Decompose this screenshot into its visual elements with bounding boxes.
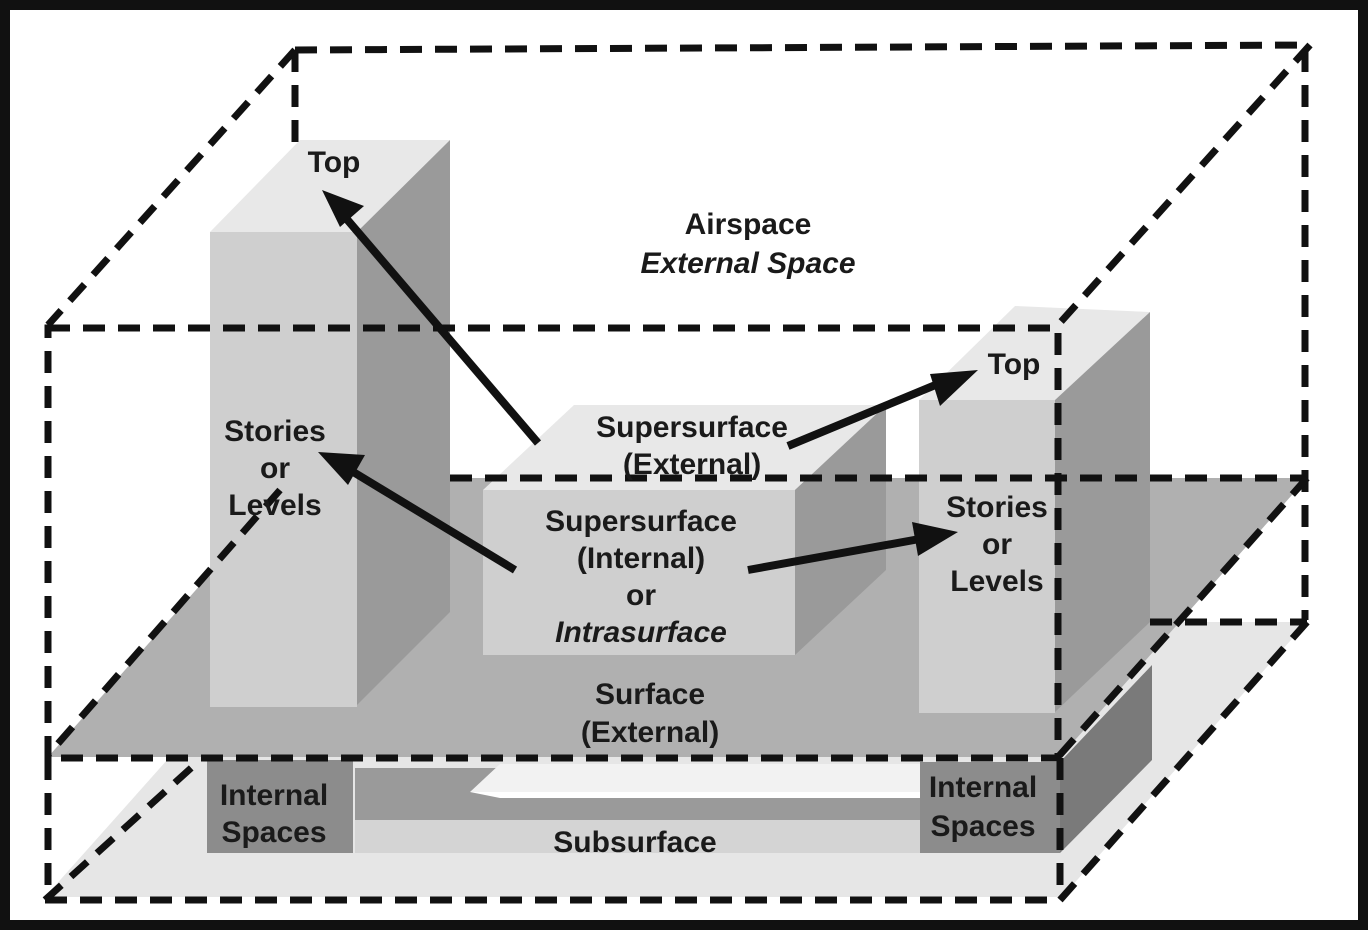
internal-spaces-left-block xyxy=(207,760,353,853)
arrow-to-stories-left xyxy=(318,452,518,574)
subsurface-slab-front xyxy=(355,820,920,853)
intrasurface-label: Intrasurface xyxy=(555,616,727,649)
stories-right-line3: Levels xyxy=(950,565,1043,598)
airspace-label: Airspace xyxy=(685,208,812,241)
supersurface-internal-line1: Supersurface xyxy=(545,505,737,538)
stories-left-line2: or xyxy=(260,452,290,485)
subsurface-label: Subsurface xyxy=(553,826,716,859)
arrow-to-top-right xyxy=(786,370,978,450)
left-building-front xyxy=(210,232,357,707)
surface-external-line1: Surface xyxy=(595,678,705,711)
internal-spaces-right-line2: Spaces xyxy=(930,810,1035,843)
supersurface-internal-line2: (Internal) xyxy=(577,542,705,575)
center-building-front xyxy=(483,490,795,655)
center-building-top xyxy=(483,405,886,490)
left-building-top xyxy=(210,140,450,232)
internal-spaces-right-side xyxy=(1060,665,1152,853)
stories-right-line1: Stories xyxy=(946,491,1048,524)
right-building-side xyxy=(1055,312,1150,712)
supersurface-external-line2: (External) xyxy=(623,448,761,481)
internal-spaces-right-line1: Internal xyxy=(929,771,1037,804)
supersurface-internal-line3: or xyxy=(626,579,656,612)
top-left-label: Top xyxy=(308,146,361,179)
stories-right-line2: or xyxy=(982,528,1012,561)
left-building-side xyxy=(357,140,450,705)
internal-spaces-left-line1: Internal xyxy=(220,779,328,812)
stories-left-line1: Stories xyxy=(224,415,326,448)
center-building-side xyxy=(795,405,886,655)
arrow-to-top-left xyxy=(322,190,542,446)
subsurface-slab-light xyxy=(470,764,920,792)
right-building-front xyxy=(919,400,1055,713)
arrow-to-stories-right xyxy=(747,522,958,574)
boundary-box xyxy=(42,41,1313,904)
subsurface-slab-top xyxy=(470,792,920,798)
external-space-label: External Space xyxy=(640,247,855,280)
surface-external-line2: (External) xyxy=(581,716,719,749)
internal-spaces-left-line2: Spaces xyxy=(221,816,326,849)
top-right-label: Top xyxy=(988,348,1041,381)
right-building-top xyxy=(919,306,1150,400)
stories-left-line3: Levels xyxy=(228,489,321,522)
internal-spaces-right-block xyxy=(920,762,1060,853)
supersurface-external-line1: Supersurface xyxy=(596,411,788,444)
